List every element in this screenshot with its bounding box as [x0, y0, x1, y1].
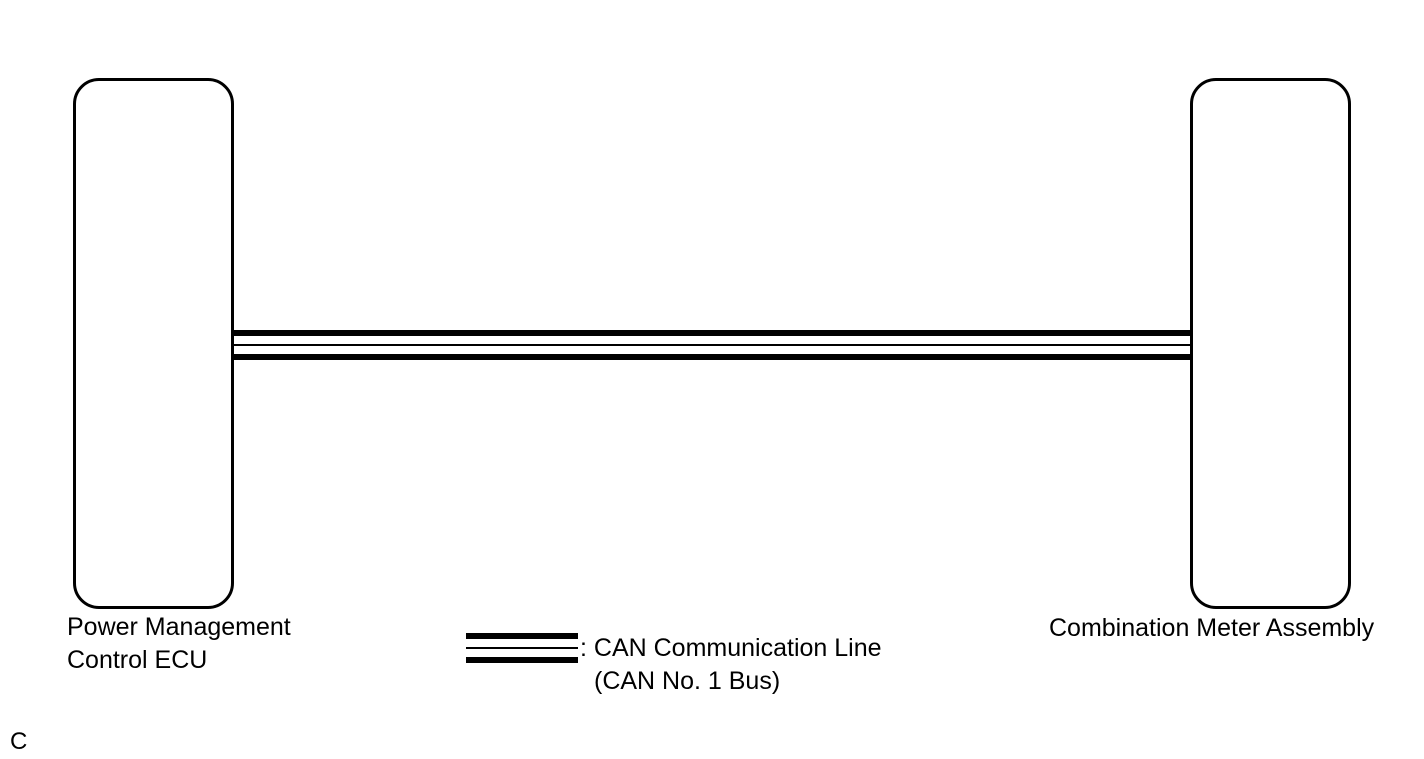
combination-meter-box: [1190, 78, 1351, 609]
legend-line-center: [466, 647, 578, 649]
can-bus-line: [234, 327, 1190, 363]
legend-line-high: [466, 633, 578, 639]
legend-line1: : CAN Communication Line: [580, 634, 882, 662]
power-management-ecu-label: Power Management Control ECU: [67, 611, 291, 677]
power-management-ecu-box: [73, 78, 234, 609]
can-bus-line-low: [234, 354, 1190, 360]
power-management-ecu-label-line2: Control ECU: [67, 646, 208, 674]
can-bus-line-high: [234, 330, 1190, 336]
power-management-ecu-label-line1: Power Management: [67, 613, 291, 641]
can-bus-line-symbol-icon: [466, 630, 578, 666]
diagram-code: C: [10, 728, 28, 755]
legend-line-low: [466, 657, 578, 663]
can-bus-line-center: [234, 344, 1190, 346]
combination-meter-label: Combination Meter Assembly: [1049, 614, 1375, 642]
legend-text: : CAN Communication Line (CAN No. 1 Bus): [580, 632, 882, 698]
legend-line2: (CAN No. 1 Bus): [594, 667, 781, 695]
